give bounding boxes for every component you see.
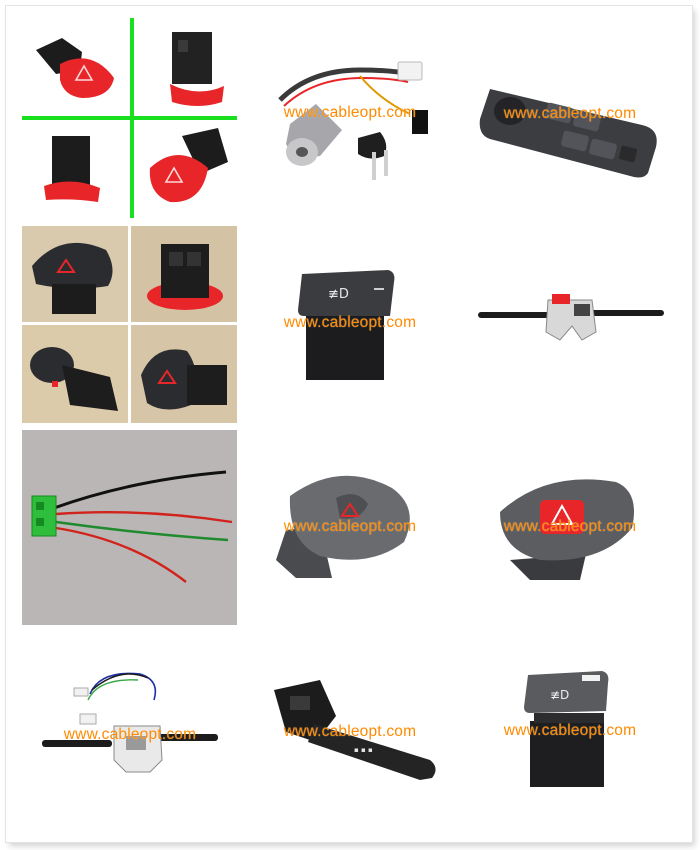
wiper-stalk-switch-image: ▪ ▪ ▪ www.cableopt.com xyxy=(250,672,450,790)
photo-tile-3 xyxy=(22,325,128,423)
fog-light-switch-image: ≢D www.cableopt.com xyxy=(250,260,450,385)
svg-text:▪ ▪ ▪: ▪ ▪ ▪ xyxy=(354,746,373,754)
watermark-text: www.cableopt.com xyxy=(63,726,197,743)
photo-tile-4 xyxy=(131,325,237,423)
watermark-text: www.cableopt.com xyxy=(503,518,637,535)
svg-text:≢D: ≢D xyxy=(550,688,569,702)
photo-tile-2 xyxy=(131,226,237,322)
watermark-text: www.cableopt.com xyxy=(503,722,637,739)
combination-stalk-switch-image xyxy=(470,280,670,360)
ignition-lock-image: www.cableopt.com xyxy=(250,40,450,190)
svg-text:≢D: ≢D xyxy=(328,287,349,302)
combination-switch-harness-image: www.cableopt.com xyxy=(30,660,230,780)
hazard-switch-bl xyxy=(44,136,100,202)
watermark-text: www.cableopt.com xyxy=(283,723,417,740)
hazard-switch-grey-angle-image: www.cableopt.com xyxy=(250,460,450,585)
watermark-text: www.cableopt.com xyxy=(283,104,417,121)
watermark-text: www.cableopt.com xyxy=(283,314,417,331)
hazard-switch-br xyxy=(149,128,228,203)
watermark-text: www.cableopt.com xyxy=(283,518,417,535)
photo-tile-1 xyxy=(22,226,128,322)
hazard-switch-tr xyxy=(170,32,224,106)
hazard-switch-tl xyxy=(36,38,114,98)
hazard-switch-quad-image xyxy=(22,18,237,218)
hazard-switch-photos-image xyxy=(22,226,237,423)
hazard-switch-grey-front-image: www.cableopt.com xyxy=(470,468,670,583)
watermark-text: www.cableopt.com xyxy=(503,105,637,122)
window-switch-panel-image: www.cableopt.com xyxy=(470,55,670,185)
wire-harness-image xyxy=(22,430,237,625)
fog-light-switch-2-image: ≢D www.cableopt.com xyxy=(470,665,670,793)
